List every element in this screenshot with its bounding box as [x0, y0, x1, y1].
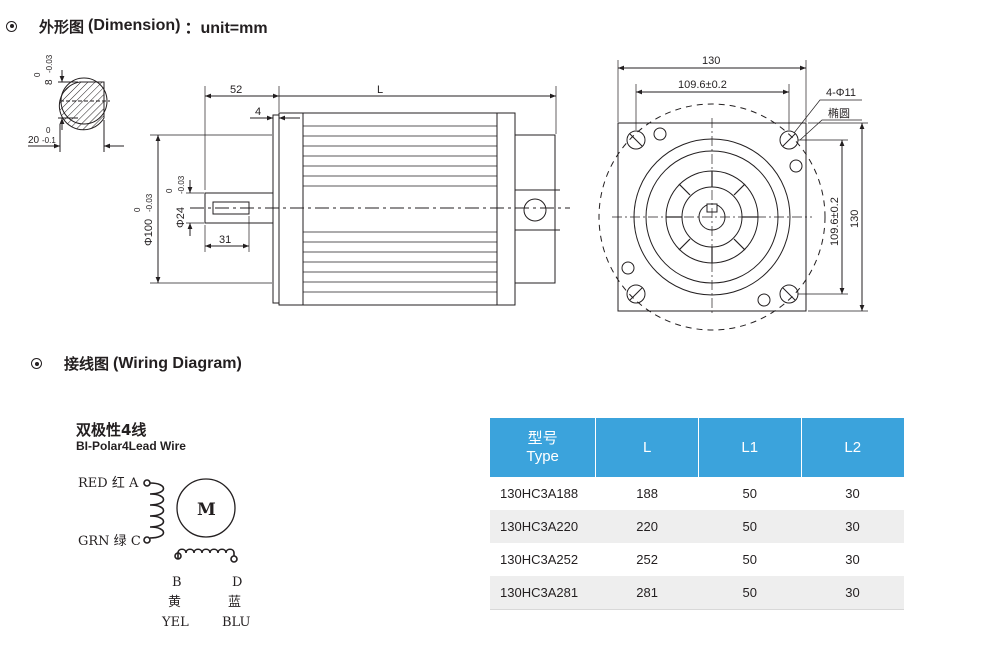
key-width-tol-bot: -0.03 [45, 54, 54, 73]
mount-holes-label: 4-Φ11 [826, 87, 856, 99]
cell-type: 130HC3A281 [490, 576, 596, 610]
bullet-icon [31, 358, 42, 369]
motor-side-view [150, 86, 570, 306]
shaft-section-view [28, 70, 124, 152]
cell-type: 130HC3A188 [500, 486, 579, 501]
dimension-unit: ：unit=mm [184, 20, 268, 37]
cell-l1: 50 [742, 486, 757, 501]
dimension-title-en: (Dimension) [88, 17, 181, 34]
cell-l: 281 [595, 576, 699, 610]
pilot-diameter-label: Φ100 [143, 219, 155, 246]
pilot-tol-top: 0 [133, 207, 142, 212]
cell-l2: 30 [801, 576, 904, 610]
cell-l1: 50 [698, 510, 801, 543]
spec-table: 型号 Type L L1 L2 130HC3A188 188 50 30 130… [490, 418, 904, 610]
table-row: 130HC3A220 220 50 30 [490, 510, 904, 543]
hole-pitch-v-label: 109.6±0.2 [829, 197, 841, 246]
header-l: L [595, 418, 699, 477]
shaft-tol-bot: -0.03 [177, 175, 186, 194]
header-type-cn: 型号 [527, 429, 558, 447]
wiring-type-cn: 双极性4线 [76, 421, 147, 439]
table-row: 130HC3A281 281 50 30 [490, 576, 904, 610]
front-width-label: 130 [702, 55, 720, 67]
wiring-schematic [143, 478, 238, 563]
cell-l: 188 [636, 486, 658, 501]
shaft-tol-top: 0 [165, 188, 174, 193]
front-height-label: 130 [849, 210, 861, 228]
shaft-diameter-label: Φ24 [175, 207, 187, 228]
wire-b-label: B [172, 575, 182, 590]
key-length-label: 31 [219, 234, 231, 246]
cell-l2: 30 [845, 486, 860, 501]
dimension-title-cn: 外形图 [39, 17, 85, 36]
dimension-title: 外形图 (Dimension) ：unit=mm [6, 14, 268, 38]
wire-b-en: YEL [161, 615, 189, 630]
slot-label: 椭圆 [828, 106, 850, 120]
key-width-tol-top: 0 [33, 72, 42, 77]
cell-l1: 50 [698, 576, 801, 610]
shaft-length-label: 52 [230, 84, 242, 96]
wiring-type-en: BI-Polar4Lead Wire [76, 439, 186, 453]
wire-b-cn: 黄 [168, 595, 181, 610]
table-header-row: 型号 Type L L1 L2 [490, 418, 904, 477]
wiring-title-en: (Wiring Diagram) [113, 354, 242, 372]
header-l1: L1 [698, 418, 802, 477]
motor-symbol-label: M [197, 500, 216, 520]
wire-d-en: BLU [222, 615, 250, 630]
cell-type: 130HC3A220 [490, 510, 596, 543]
cell-l1: 50 [742, 552, 757, 567]
header-type-en: Type [526, 447, 559, 465]
hole-pitch-h-label: 109.6±0.2 [678, 79, 727, 91]
wire-grn-label: GRN 绿 C [78, 534, 141, 549]
table-row: 130HC3A188 188 50 30 [490, 477, 904, 510]
body-length-label: L [377, 84, 383, 96]
key-width-label: 8 [44, 79, 55, 85]
header-l2: L2 [801, 418, 904, 477]
cell-l: 252 [636, 552, 658, 567]
cell-l2: 30 [801, 510, 904, 543]
cell-type: 130HC3A252 [500, 552, 579, 567]
flange-thickness-label: 4 [255, 106, 261, 118]
cell-l2: 30 [845, 552, 860, 567]
wire-d-cn: 蓝 [228, 595, 241, 610]
header-type: 型号 Type [490, 418, 597, 477]
key-height-tol-bot: -0.1 [42, 136, 56, 145]
wiring-title-cn: 接线图 [64, 355, 110, 373]
wire-red-label: RED 红 A [78, 475, 139, 491]
wiring-title: 接线图 (Wiring Diagram) [31, 353, 242, 374]
bullet-icon [6, 20, 17, 32]
motor-front-view [598, 60, 868, 331]
key-height-label: 20 [28, 135, 40, 146]
key-height-tol-top: 0 [46, 126, 51, 135]
table-row: 130HC3A252 252 50 30 [490, 543, 904, 576]
pilot-tol-bot: -0.03 [145, 193, 154, 212]
wire-d-label: D [232, 575, 242, 590]
cell-l: 220 [595, 510, 699, 543]
